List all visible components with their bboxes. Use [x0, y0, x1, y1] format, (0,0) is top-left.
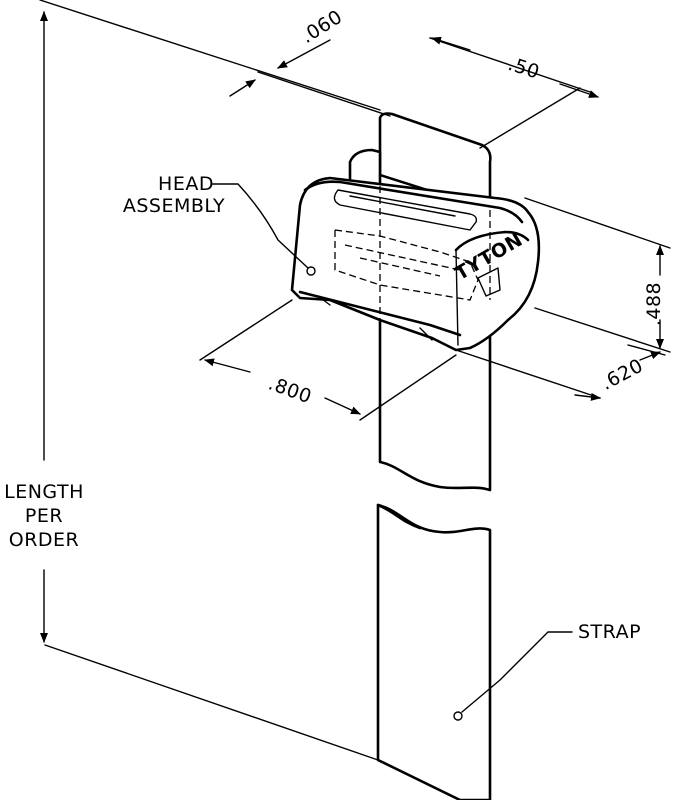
head-side-curve — [454, 230, 530, 252]
strap-tab-top — [378, 112, 492, 212]
hidden-pawl-outline — [334, 229, 479, 301]
length-dimension: LENGTH PER ORDER — [4, 0, 381, 761]
head-slot-inner — [349, 195, 456, 217]
head-assembly: TYTON — [290, 112, 541, 352]
head-width-extension-right — [359, 354, 457, 421]
thickness-arrow-left — [229, 79, 256, 97]
strap-break-line — [376, 503, 422, 530]
head-body — [290, 176, 541, 352]
head-feet — [317, 295, 433, 341]
length-extension-bottom — [44, 644, 379, 761]
thickness-arrow-right — [277, 39, 331, 69]
depth-arrow-up — [639, 351, 661, 361]
strap-callout: STRAP — [461, 621, 641, 713]
head-assembly-label-line-1: HEAD — [158, 173, 214, 195]
width-value: .50 — [505, 53, 542, 84]
head-width-arrow-left — [204, 358, 251, 373]
thickness-dimension: .060 — [229, 6, 391, 117]
head-center-mark — [306, 266, 316, 276]
strap-leader — [461, 631, 573, 713]
head-assembly-leader — [211, 183, 309, 269]
head-top-face — [303, 180, 524, 224]
head-width-arrow-right — [324, 397, 361, 415]
depth-extension — [455, 349, 601, 399]
height-value: .488 — [643, 282, 665, 326]
head-assembly-label-line-2: ASSEMBLY — [123, 195, 225, 217]
thickness-extension — [257, 71, 391, 117]
width-dimension: .50 — [429, 36, 599, 149]
height-dimension: .488 — [524, 197, 671, 353]
head-assembly-callout: HEAD ASSEMBLY — [123, 173, 309, 269]
strap-center-mark — [453, 711, 463, 721]
brand-mark — [477, 267, 501, 297]
hidden-pawl-lines — [344, 244, 461, 277]
strap-lower — [376, 503, 492, 802]
width-arrow-right — [559, 83, 599, 98]
length-label-line-2: PER — [25, 505, 63, 527]
length-label-line-3: ORDER — [9, 529, 80, 551]
thickness-value: .060 — [297, 6, 346, 48]
height-extension-top — [524, 197, 671, 249]
strap-label: STRAP — [578, 621, 641, 643]
width-arrow-left — [431, 36, 471, 51]
head-width-extension-left — [199, 299, 293, 361]
head-slot — [333, 189, 478, 231]
depth-value: .620 — [597, 355, 646, 395]
head-bottom-edge — [298, 290, 462, 337]
height-extension-bottom — [534, 307, 671, 353]
depth-arrow-down — [574, 392, 601, 401]
head-width-value: .800 — [265, 372, 314, 408]
length-label-line-1: LENGTH — [4, 481, 84, 503]
width-extension-right — [479, 87, 581, 149]
width-dimension-line — [429, 37, 591, 93]
strap-lower-body — [376, 503, 492, 802]
length-extension-top — [39, 0, 381, 111]
